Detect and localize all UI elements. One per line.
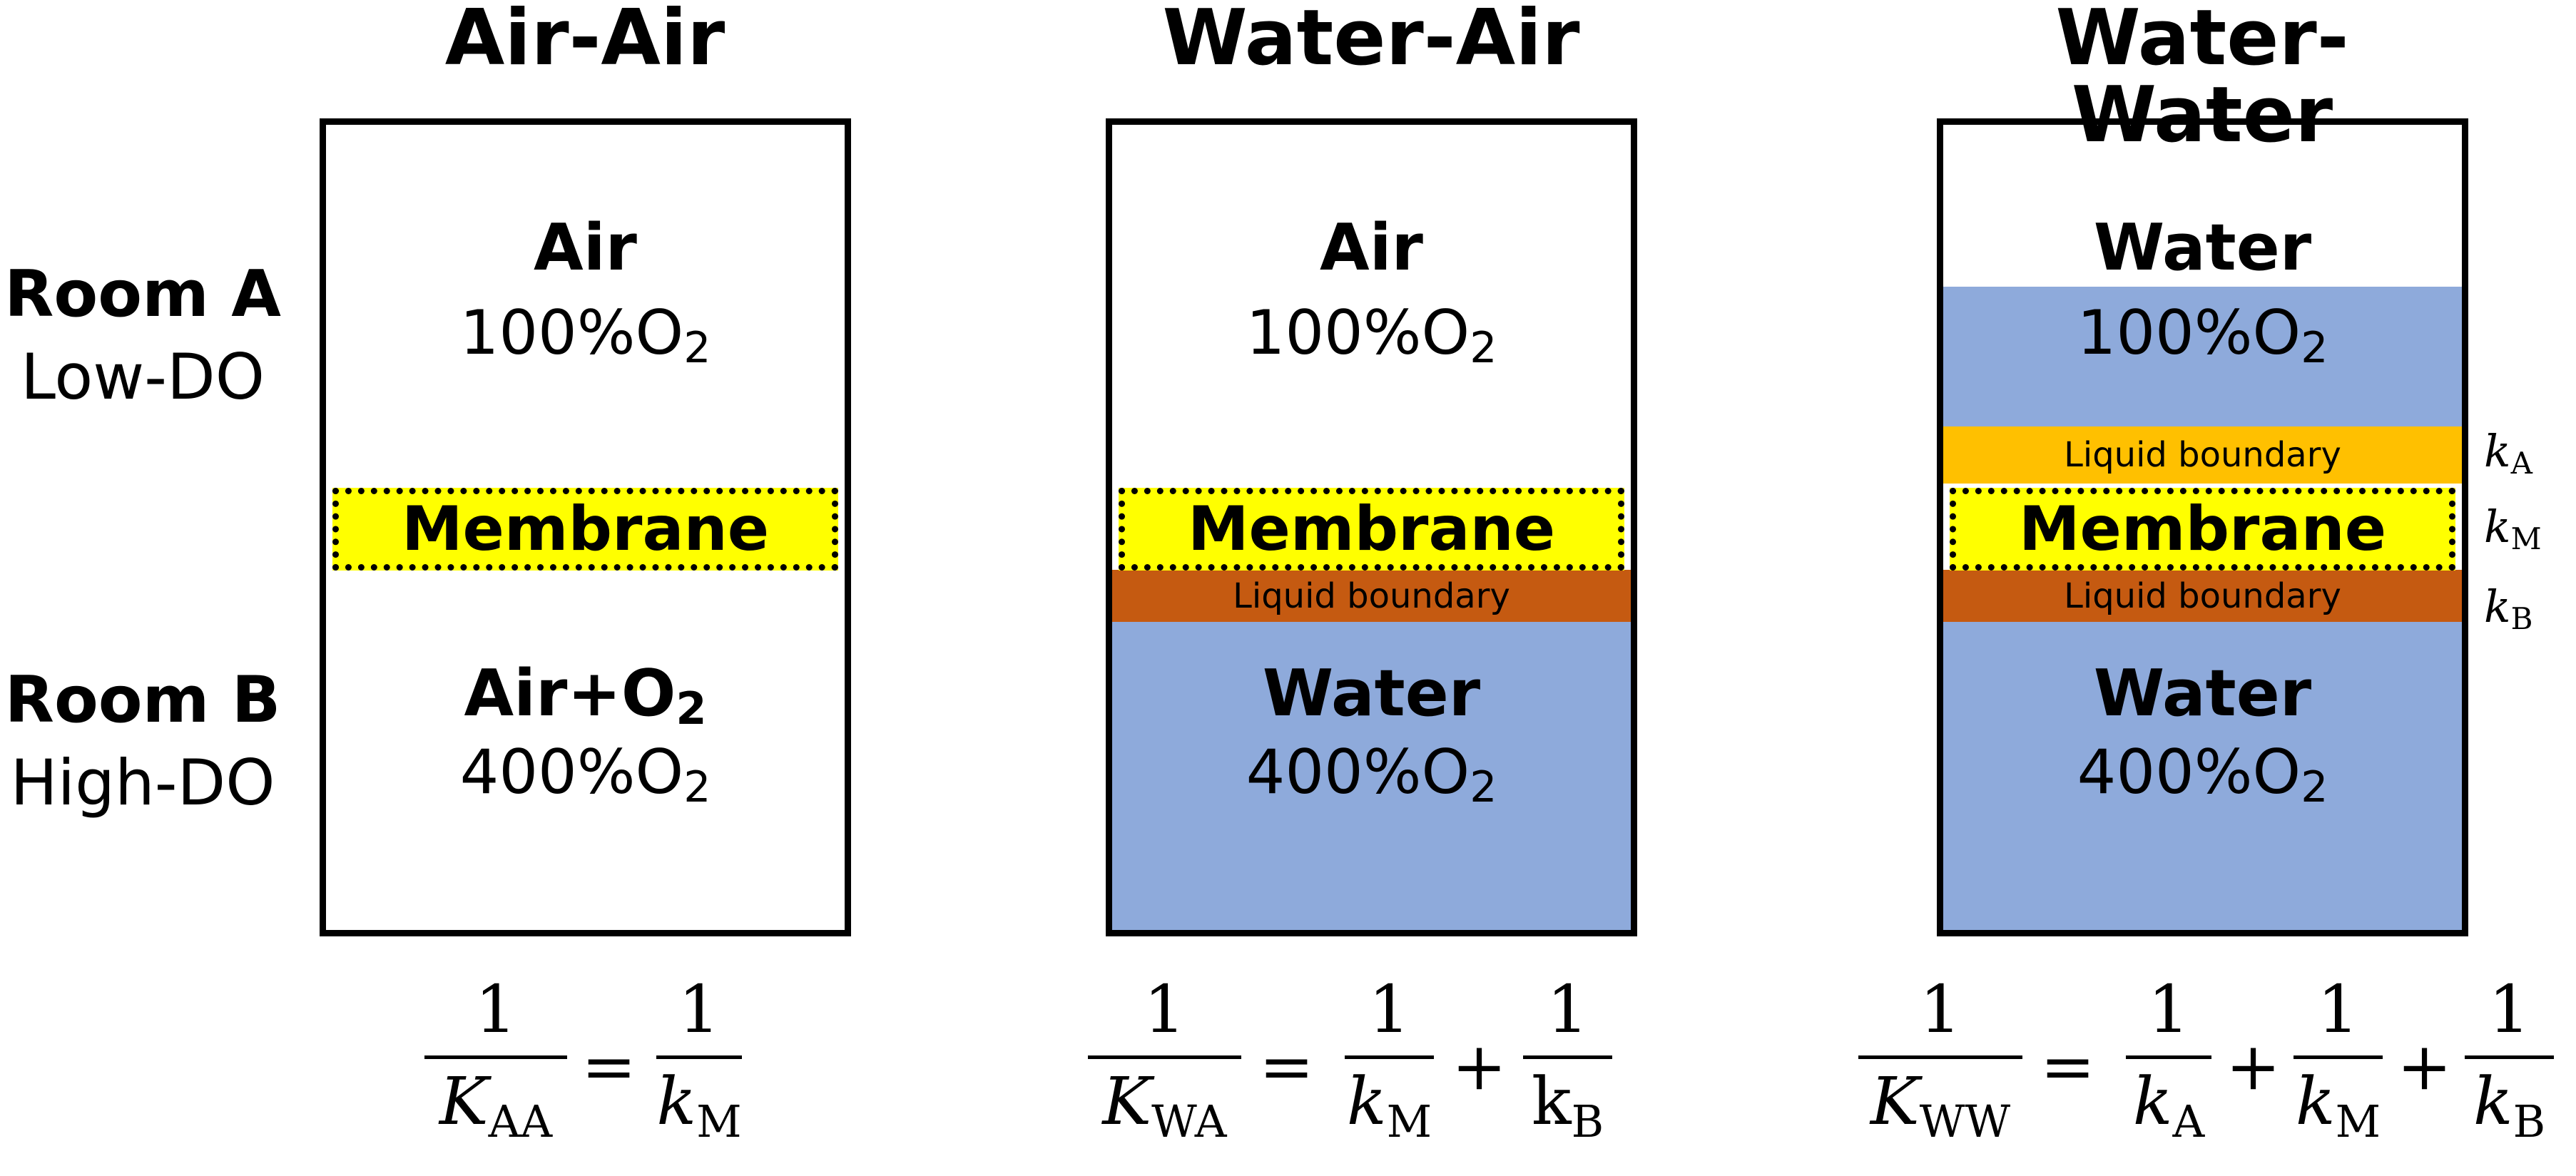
equals-sign: = [581,1028,637,1105]
fraction-bar [2465,1055,2554,1059]
fraction-bar [2294,1055,2383,1059]
numerator: 1 [2147,971,2190,1048]
chamber-outline [1106,118,1637,936]
plus-sign: + [1452,1028,1507,1105]
membrane: Membrane [1119,488,1624,571]
title-water-water: Water-Water [2055,0,2349,160]
water-region-room-b [1106,622,1637,936]
fraction-term-m: 1 kM [656,971,742,1147]
room-a-oxygen-level: 100%O2 [2077,297,2328,373]
room-a-medium-label: Water [2093,210,2312,285]
k-a-label: kA [2484,425,2532,481]
fraction-bar [1858,1055,2022,1059]
k-b-label: kB [2484,581,2533,636]
room-b-oxygen-level: 400%O2 [1246,737,1497,812]
chamber-outline [320,118,851,936]
room-a-medium-label: Air [1320,210,1423,285]
title-air-air: Air-Air [444,0,726,83]
panel-water-water: Liquid boundary Liquid boundary Water 10… [1937,118,2468,936]
numerator: 1 [1919,971,1962,1048]
room-b-desc: High-DO [10,746,275,819]
room-b-oxygen-level: 400%O2 [459,737,711,812]
fraction-term-a: 1 kA [2126,971,2211,1147]
membrane: Membrane [332,488,838,571]
denominator: kB [1531,1063,1604,1147]
formula-air-air: 1 KAA = 1 kM [421,977,778,1170]
fraction-lhs: 1 KWW [1858,971,2022,1147]
denominator: kB [2473,1063,2546,1147]
fraction-term-m: 1 kM [2294,971,2383,1147]
fraction-bar [656,1055,742,1059]
denominator: kM [1346,1063,1432,1147]
equals-sign: = [2040,1028,2096,1105]
numerator: 1 [1144,971,1186,1048]
k-m-label: kM [2484,501,2542,556]
denominator: kM [656,1063,742,1147]
denominator: KAA [439,1063,553,1147]
numerator: 1 [474,971,517,1048]
plus-sign: + [2397,1028,2453,1105]
numerator: 1 [678,971,721,1048]
fraction-term-m: 1 kM [1345,971,1434,1147]
equals-sign: = [1259,1028,1315,1105]
title-water-air: Water-Air [1162,0,1580,83]
numerator: 1 [1547,971,1589,1048]
room-b-medium-label: Water [2093,656,2312,731]
room-b-label: Room B [4,663,281,737]
fraction-bar [424,1055,567,1059]
room-b-medium-label: Water [1262,656,1481,731]
numerator: 1 [1368,971,1410,1048]
fraction-term-b: 1 kB [2465,971,2554,1147]
formula-water-air: 1 KWA = 1 kM + 1 kB [1088,977,1659,1170]
panel-air-air: Air 100%O2 Membrane Air+O2 400%O2 [320,118,851,936]
panel-water-air: Liquid boundary Air 100%O2 Membrane Wate… [1106,118,1637,936]
water-region-room-a [1937,287,2468,429]
membrane: Membrane [1950,488,2455,571]
chamber-outline [1937,118,2468,936]
liquid-boundary-b: Liquid boundary [1106,570,1637,622]
formula-water-water: 1 KWW = 1 kA + 1 kM + 1 kB [1858,977,2572,1170]
room-a-label: Room A [4,257,281,332]
numerator: 1 [2317,971,2359,1048]
fraction-bar [1345,1055,1434,1059]
room-b-oxygen-level: 400%O2 [2077,737,2328,812]
denominator: KWA [1102,1063,1227,1147]
room-a-oxygen-level: 100%O2 [1246,297,1497,373]
denominator: kM [2295,1063,2381,1147]
room-a-oxygen-level: 100%O2 [459,297,711,373]
denominator: KWW [1870,1063,2011,1147]
denominator: kA [2132,1063,2205,1147]
numerator: 1 [2488,971,2530,1048]
fraction-lhs: 1 KAA [424,971,567,1147]
room-b-medium-label: Air+O2 [464,656,707,735]
fraction-lhs: 1 KWA [1088,971,1241,1147]
plus-sign: + [2226,1028,2281,1105]
water-region-room-b [1937,622,2468,936]
fraction-bar [2126,1055,2211,1059]
room-a-desc: Low-DO [20,340,265,414]
liquid-boundary-b: Liquid boundary [1937,570,2468,622]
fraction-term-b: 1 kB [1523,971,1612,1147]
fraction-bar [1523,1055,1612,1059]
liquid-boundary-a: Liquid boundary [1937,426,2468,484]
fraction-bar [1088,1055,1241,1059]
room-a-medium-label: Air [534,210,637,285]
